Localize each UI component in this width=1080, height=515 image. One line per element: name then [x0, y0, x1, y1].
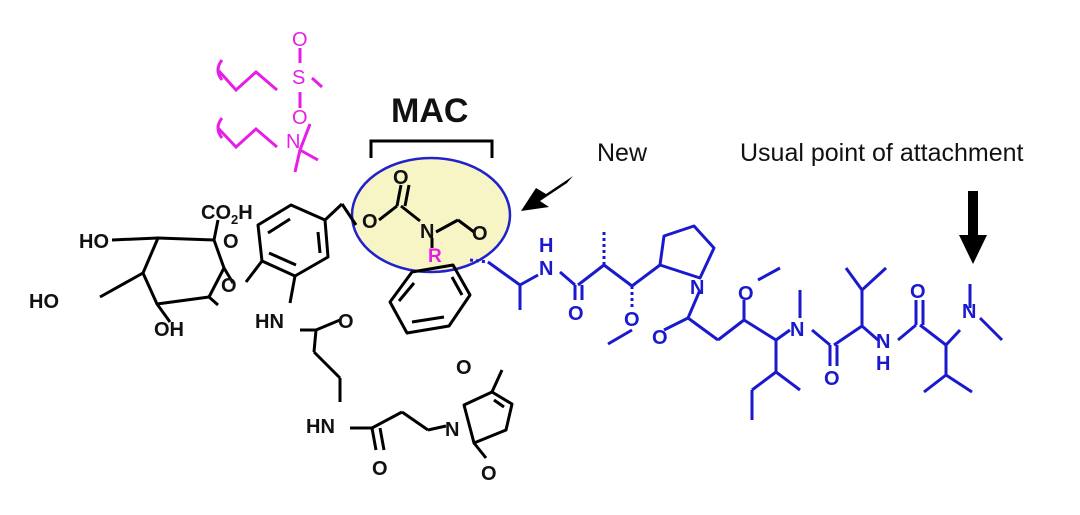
solubilizing-groups [216, 48, 324, 173]
ring-oxygen-label: O [223, 231, 239, 253]
r-group-label: R [428, 246, 442, 267]
aniline-nh-label: HN [255, 311, 284, 333]
methoxy-oxygen-label-2: O [738, 283, 754, 305]
amide-oxygen-label-4: O [652, 327, 668, 349]
amide-n-label-2: N [876, 331, 890, 353]
magenta-atom-labels: O S O N [286, 29, 308, 153]
glucuronide-ring [141, 236, 226, 306]
amide-n-label: N [539, 258, 553, 280]
amide-nh-label: HN [306, 416, 335, 438]
attachment-arrow [959, 191, 987, 264]
amide-oxygen-label-6: O [910, 281, 926, 303]
methoxy-oxygen-label-1: O [624, 309, 640, 331]
maleimide-ring [462, 390, 514, 445]
hydroxyl-label-bottom: OH [154, 319, 184, 341]
maleimide-oxygen-label-bottom: O [481, 463, 497, 485]
dimethylamino-substituent [216, 117, 278, 150]
glycosidic-oxygen-label: O [221, 275, 237, 297]
auristatin-payload [469, 224, 1004, 420]
carboxylic-acid-label: CO2H [201, 202, 253, 227]
sulfonyl-oxygen-top-label: O [292, 29, 308, 51]
sulfur-label: S [292, 67, 305, 89]
amide-h-label: H [539, 235, 553, 257]
hydroxyl-label-left: HO [29, 291, 59, 313]
pyrrolidine-ring [658, 224, 716, 280]
maleimide-oxygen-label-top: O [456, 357, 472, 379]
amide-oxygen-label-5: O [824, 368, 840, 390]
maleimide-nitrogen-label: N [445, 419, 459, 441]
dimethylamino-nitrogen-label-2: N [962, 301, 976, 323]
n-methyl-nitrogen-label: N [790, 319, 804, 341]
sulfonyl-substituent [216, 59, 278, 93]
amide-oxygen-label-3: O [568, 303, 584, 325]
dimethylamino-nitrogen-label: N [286, 131, 300, 153]
pyrrolidine-nitrogen-label: N [690, 277, 704, 299]
mac-highlight-ellipse [350, 156, 512, 274]
phenyl-ring [388, 263, 472, 335]
sulfonyl-oxygen-bottom-label: O [292, 107, 308, 129]
new-label: New [597, 139, 648, 167]
ether-oxygen-label: O [472, 223, 488, 245]
hydroxyl-label-top: HO [79, 231, 109, 253]
blue-atom-labels: H N O O N O O N O N H O N [539, 235, 976, 390]
amide-h-label-2: H [876, 353, 890, 375]
carbonyl-oxygen-label: O [393, 167, 409, 189]
black-atom-labels: CO2H O O HO HO OH HN O HN O N O O O O N … [29, 167, 497, 485]
amide-oxygen-label-1: O [338, 311, 354, 333]
mac-label: MAC [391, 92, 469, 130]
glucuronide-linker [99, 184, 514, 459]
mac-bracket [369, 139, 494, 158]
carbamate-nitrogen-label: N [420, 221, 434, 243]
amide-oxygen-label-2: O [372, 458, 388, 480]
usual-attachment-label: Usual point of attachment [740, 139, 1024, 167]
new-arrow [521, 176, 573, 211]
carbamate-oxygen-label: O [362, 211, 378, 233]
